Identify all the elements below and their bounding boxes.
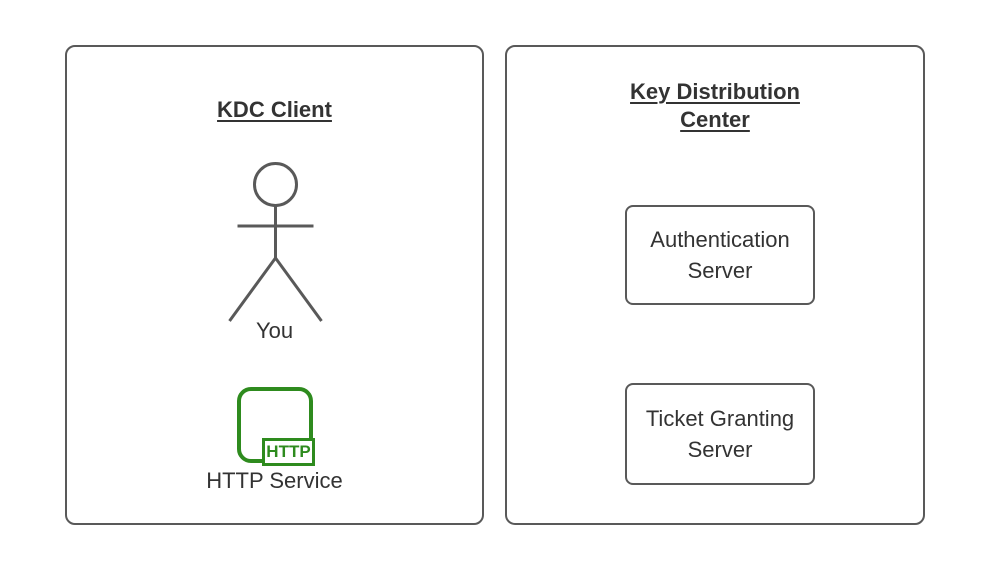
http-service-label: HTTP Service — [206, 468, 343, 493]
authentication-server-box: Authentication Server — [625, 205, 815, 305]
http-badge: HTTP — [262, 438, 315, 466]
ticket-granting-server-label-line-1: Ticket Granting — [645, 406, 795, 431]
authentication-server-label-line-2: Server — [687, 258, 753, 283]
kdc-title-line-2: Center — [680, 107, 750, 132]
stick-figure-icon — [228, 162, 323, 322]
ticket-granting-server-label-line-2: Server — [687, 437, 753, 462]
kdc-client-title-text: KDC Client — [217, 97, 332, 122]
kdc-client-panel-title: KDC Client — [67, 96, 482, 124]
actor-label: You — [255, 318, 294, 343]
ticket-granting-server-box: Ticket Granting Server — [625, 383, 815, 485]
authentication-server-label-line-1: Authentication — [650, 227, 790, 252]
http-badge-label: HTTP — [266, 442, 311, 461]
key-distribution-center-title: Key Distribution Center — [507, 78, 923, 134]
kdc-client-panel: KDC Client You HTTP HTTP Service — [65, 45, 484, 525]
key-distribution-center-panel: Key Distribution Center Authentication S… — [505, 45, 925, 525]
kdc-title-line-1: Key Distribution — [630, 79, 800, 104]
authentication-server-label: Authentication Server — [650, 224, 789, 286]
ticket-granting-server-label: Ticket Granting Server — [646, 403, 794, 465]
